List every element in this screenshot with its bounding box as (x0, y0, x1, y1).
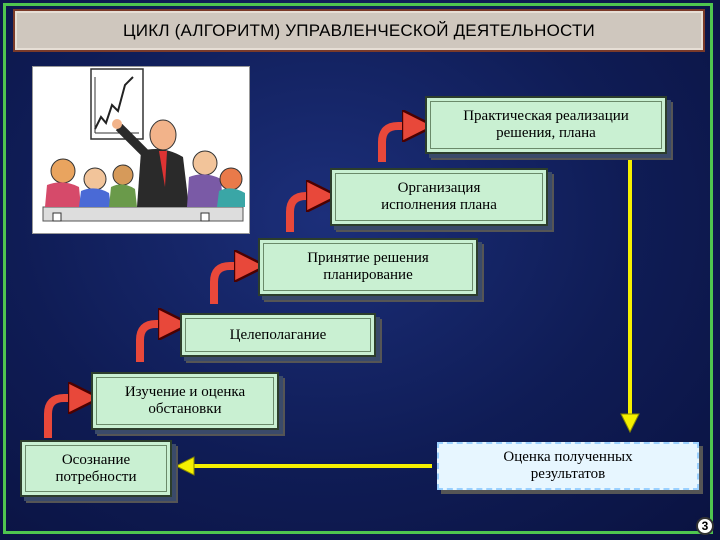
curved-up-arrow-icon (136, 324, 170, 362)
page-number: 3 (701, 519, 709, 533)
step-text-line1: Принятие решения (307, 250, 429, 266)
curved-up-arrow-icon (44, 398, 80, 438)
step-text-line1: Практическая реализации (463, 108, 629, 124)
page-number-badge: 3 (696, 517, 714, 535)
eval-text-line2: результатов (530, 466, 606, 482)
down-arrow-icon (620, 413, 640, 434)
step-text-line2: потребности (55, 468, 137, 485)
step-text-line1: Целеполагание (229, 326, 327, 343)
title-bar: ЦИКЛ (АЛГОРИТМ) УПРАВЛЕНЧЕСКОЙ ДЕЯТЕЛЬНО… (13, 9, 705, 52)
step-text-line2: обстановки (148, 401, 222, 417)
curved-up-arrow-icon (378, 126, 414, 162)
curved-up-arrow-icon (210, 266, 246, 304)
curved-up-arrow-icon (286, 196, 318, 232)
eval-text-line1: Оценка полученных (503, 449, 633, 465)
step-goal-setting: Целеполагание (180, 313, 376, 357)
step-text-line1: Изучение и оценка (124, 384, 246, 400)
step-text-line1: Осознание (61, 451, 131, 468)
step-text-line1: Организация (397, 180, 481, 196)
slide-frame (3, 3, 713, 534)
step-text-line2: решения, плана (496, 125, 596, 141)
step-text-line2: планирование (323, 267, 413, 283)
presentation-cartoon (32, 66, 250, 234)
cartoon-drawing (42, 68, 245, 222)
page-title: ЦИКЛ (АЛГОРИТМ) УПРАВЛЕНЧЕСКОЙ ДЕЯТЕЛЬНО… (123, 20, 595, 40)
step-text-line2: исполнения плана (381, 197, 497, 213)
left-arrow-icon (174, 456, 195, 476)
